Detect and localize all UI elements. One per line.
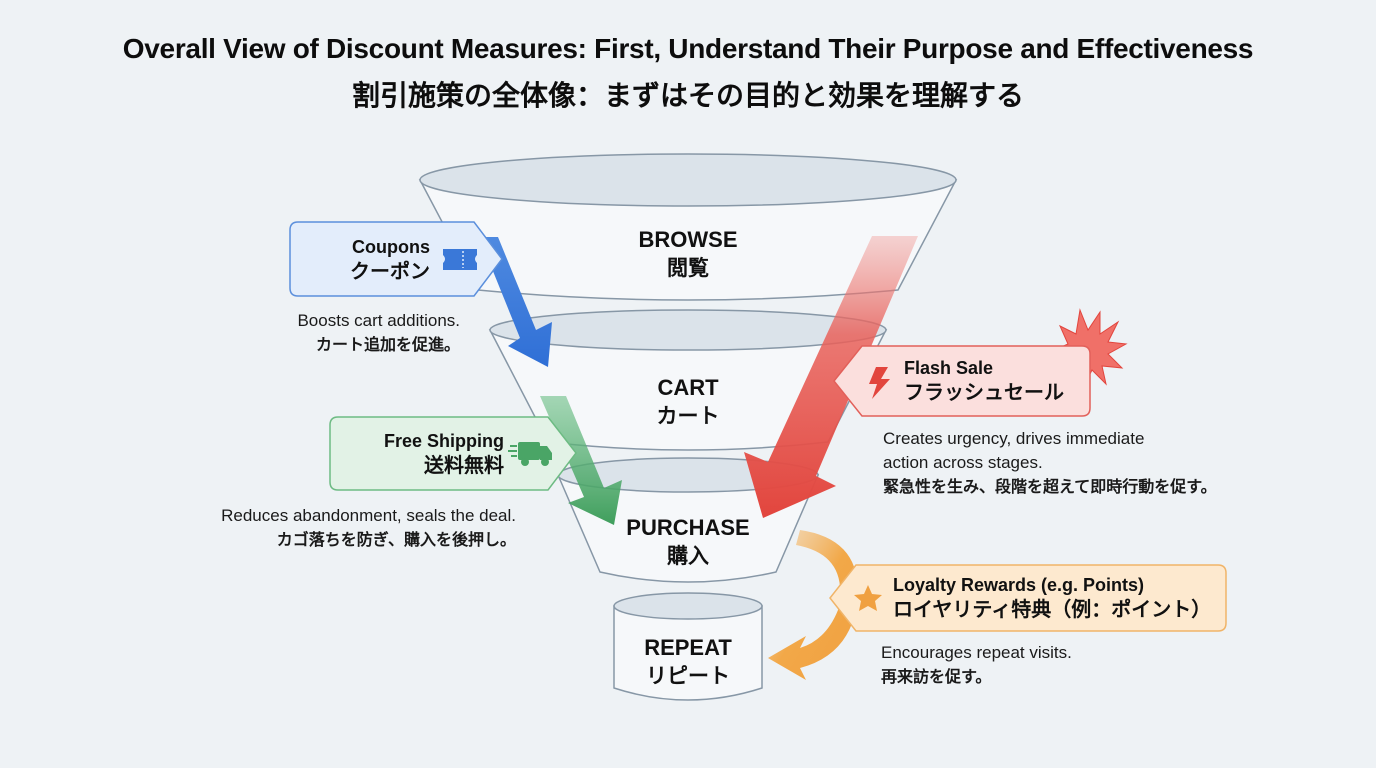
- loyalty-tag: [829, 564, 1227, 632]
- free-shipping-description: Reduces abandonment, seals the deal. カゴ落…: [150, 504, 516, 552]
- loyalty-label-jp: ロイヤリティ特典（例：ポイント）: [893, 597, 1212, 621]
- free-shipping-label: Free Shipping 送料無料: [340, 429, 504, 477]
- flash-sale-desc-en-2: action across stages.: [883, 453, 1043, 472]
- stage-cart-jp: カート: [656, 404, 720, 428]
- coupons-label: Coupons クーポン: [300, 235, 430, 283]
- free-shipping-tag: [329, 416, 577, 491]
- coupons-desc-jp: カート追加を促進。: [315, 335, 460, 354]
- stage-browse-en: BROWSE: [638, 227, 738, 252]
- stage-browse: BROWSE 閲覧: [588, 226, 788, 282]
- flash-sale-label-en: Flash Sale: [904, 358, 994, 378]
- flash-sale-arrow: [744, 236, 918, 518]
- coupons-desc-en: Boosts cart additions.: [297, 311, 460, 330]
- stage-repeat-en: REPEAT: [644, 635, 732, 660]
- free-shipping-label-en: Free Shipping: [383, 431, 504, 451]
- funnel-tier-browse: [418, 153, 958, 301]
- funnel-tier-purchase: [556, 457, 820, 583]
- coupons-label-jp: クーポン: [350, 259, 430, 283]
- stage-cart-en: CART: [657, 375, 719, 400]
- truck-icon: [508, 442, 552, 466]
- ticket-icon: [443, 249, 477, 270]
- stage-purchase: PURCHASE 購入: [588, 514, 788, 570]
- loyalty-description: Encourages repeat visits. 再来訪を促す。: [881, 641, 1181, 689]
- stage-repeat-jp: リピート: [646, 664, 730, 688]
- flash-sale-desc-en-1: Creates urgency, drives immediate: [883, 429, 1145, 448]
- stage-cart: CART カート: [588, 374, 788, 430]
- stage-purchase-en: PURCHASE: [626, 515, 750, 540]
- flash-sale-desc-jp: 緊急性を生み、段階を超えて即時行動を促す。: [883, 477, 1217, 496]
- free-shipping-desc-jp: カゴ落ちを防ぎ、購入を後押し。: [276, 530, 516, 549]
- flash-sale-label-jp: フラッシュセール: [904, 380, 1064, 404]
- free-shipping-arrow: [540, 396, 622, 525]
- loyalty-arrow: [768, 530, 858, 680]
- title-japanese: 割引施策の全体像：まずはその目的と効果を理解する: [351, 79, 1024, 112]
- flash-sale-label: Flash Sale フラッシュセール: [904, 356, 1084, 404]
- stage-purchase-jp: 購入: [667, 544, 709, 568]
- title-english: Overall View of Discount Measures: First…: [122, 33, 1254, 64]
- repeat-cylinder: [613, 592, 763, 701]
- flash-sale-tag: [833, 308, 1128, 417]
- free-shipping-label-jp: 送料無料: [424, 453, 504, 477]
- loyalty-label-en: Loyalty Rewards (e.g. Points): [893, 575, 1145, 595]
- stage-repeat: REPEAT リピート: [608, 634, 768, 690]
- loyalty-desc-en: Encourages repeat visits.: [881, 643, 1072, 662]
- coupons-tag: [289, 221, 503, 297]
- free-shipping-desc-en: Reduces abandonment, seals the deal.: [221, 506, 516, 525]
- lightning-icon: [869, 367, 890, 399]
- loyalty-label: Loyalty Rewards (e.g. Points) ロイヤリティ特典（例…: [893, 573, 1223, 621]
- coupons-description: Boosts cart additions. カート追加を促進。: [240, 309, 460, 357]
- loyalty-desc-jp: 再来訪を促す。: [881, 667, 992, 686]
- star-icon: [854, 585, 882, 611]
- stage-browse-jp: 閲覧: [667, 256, 709, 280]
- coupons-label-en: Coupons: [352, 237, 430, 257]
- flash-sale-description: Creates urgency, drives immediate action…: [883, 427, 1303, 499]
